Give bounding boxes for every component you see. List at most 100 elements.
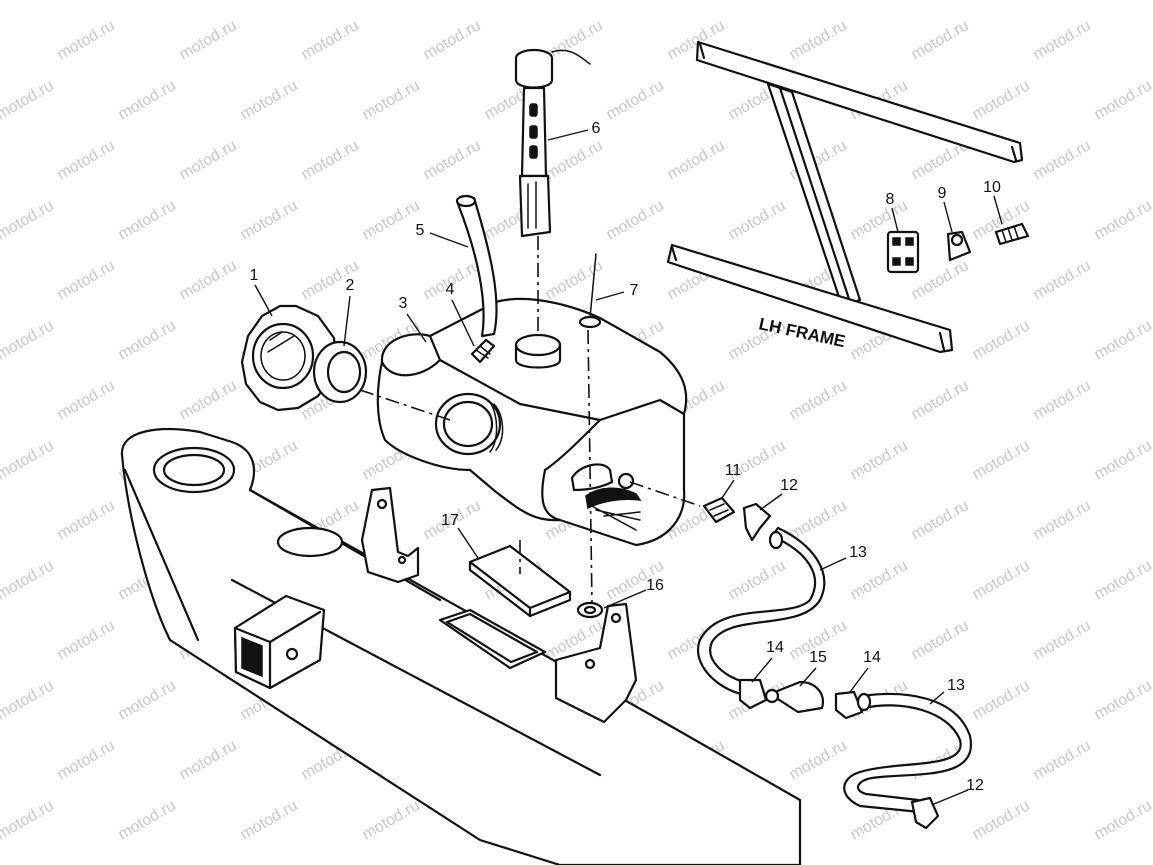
watermark-text: motod.ru bbox=[55, 137, 118, 183]
clamp-part-12b bbox=[910, 796, 940, 830]
watermark-text: motod.ru bbox=[55, 737, 118, 783]
callout-13a: 13 bbox=[849, 544, 867, 561]
watermark-text: motod.ru bbox=[177, 17, 240, 63]
watermark-text: motod.ru bbox=[116, 77, 179, 123]
watermark-text: motod.ru bbox=[0, 557, 57, 603]
watermark-text: motod.ru bbox=[0, 797, 57, 843]
watermark-text: motod.ru bbox=[238, 77, 301, 123]
watermark-text: motod.ru bbox=[726, 197, 789, 243]
watermark-text: motod.ru bbox=[787, 17, 850, 63]
gasket-part-2 bbox=[312, 340, 368, 404]
clamp-part-12a bbox=[742, 502, 772, 542]
callout-11: 11 bbox=[725, 462, 742, 479]
lh-frame-label: LH FRAME bbox=[757, 314, 847, 351]
watermark-text: motod.ru bbox=[787, 497, 850, 543]
watermark-text: motod.ru bbox=[1092, 317, 1153, 363]
fitting-part-4 bbox=[470, 338, 496, 364]
leader-lines bbox=[254, 129, 1003, 805]
watermark-text: motod.ru bbox=[543, 137, 606, 183]
watermark-text: motod.ru bbox=[1092, 77, 1153, 123]
watermark-text: motod.ru bbox=[1031, 377, 1094, 423]
sender-part-6 bbox=[514, 48, 591, 238]
watermark-text: motod.ru bbox=[909, 617, 972, 663]
watermark-text: motod.ru bbox=[421, 17, 484, 63]
watermark-text: motod.ru bbox=[0, 437, 57, 483]
watermark-text: motod.ru bbox=[299, 137, 362, 183]
filter-part-15 bbox=[764, 680, 824, 714]
watermark-text: motod.ru bbox=[1031, 737, 1094, 783]
watermark-text: motod.ru bbox=[970, 797, 1033, 843]
watermark-text: motod.ru bbox=[787, 377, 850, 423]
watermark-text: motod.ru bbox=[421, 137, 484, 183]
watermark-text: motod.ru bbox=[1092, 437, 1153, 483]
clamp-part-14b bbox=[834, 690, 864, 720]
clamp-part-14a bbox=[738, 678, 768, 710]
watermark-text: motod.ru bbox=[177, 257, 240, 303]
callout-6: 6 bbox=[592, 120, 601, 137]
watermark-text: motod.ru bbox=[360, 797, 423, 843]
watermark-text: motod.ru bbox=[1031, 497, 1094, 543]
callout-14a: 14 bbox=[766, 639, 784, 656]
watermark-text: motod.ru bbox=[299, 17, 362, 63]
watermark-text: motod.ru bbox=[177, 377, 240, 423]
callout-2: 2 bbox=[346, 277, 355, 294]
watermark-text: motod.ru bbox=[0, 677, 57, 723]
watermark-text: motod.ru bbox=[116, 797, 179, 843]
watermark-text: motod.ru bbox=[1092, 557, 1153, 603]
lh-frame bbox=[666, 40, 1024, 354]
watermark-text: motod.ru bbox=[55, 257, 118, 303]
callout-10: 10 bbox=[983, 179, 1001, 196]
watermark-text: motod.ru bbox=[970, 77, 1033, 123]
watermark-text: motod.ru bbox=[604, 197, 667, 243]
watermark-text: motod.ru bbox=[360, 197, 423, 243]
watermark-text: motod.ru bbox=[970, 557, 1033, 603]
watermark-text: motod.ru bbox=[604, 77, 667, 123]
bolt-part-10 bbox=[994, 222, 1030, 246]
watermark-text: motod.ru bbox=[116, 197, 179, 243]
watermark-text: motod.ru bbox=[0, 77, 57, 123]
cap-part-1 bbox=[240, 304, 338, 412]
callout-7: 7 bbox=[630, 282, 639, 299]
hose-part-13a bbox=[697, 526, 826, 696]
watermark-text: motod.ru bbox=[177, 737, 240, 783]
fuel-tank-part-3 bbox=[376, 297, 688, 547]
watermark-text: motod.ru bbox=[55, 377, 118, 423]
callout-15: 15 bbox=[809, 649, 827, 666]
watermark-text: motod.ru bbox=[726, 557, 789, 603]
watermark-text: motod.ru bbox=[0, 317, 57, 363]
callout-4: 4 bbox=[446, 281, 455, 298]
callout-14b: 14 bbox=[863, 649, 881, 666]
watermark-text: motod.ru bbox=[360, 77, 423, 123]
watermark-text: motod.ru bbox=[1092, 677, 1153, 723]
dipstick-part-7 bbox=[578, 253, 602, 329]
watermark-text: motod.ru bbox=[848, 557, 911, 603]
vent-hose-part-5 bbox=[455, 194, 498, 338]
callout-13b: 13 bbox=[947, 677, 965, 694]
bracket-part-9 bbox=[946, 230, 972, 262]
alignment-lines bbox=[359, 236, 701, 605]
callout-16: 16 bbox=[646, 577, 664, 594]
watermark-text: motod.ru bbox=[970, 677, 1033, 723]
callout-numbers: 1 2 3 4 5 6 7 8 9 10 11 12 12 13 13 14 1… bbox=[250, 120, 1001, 794]
callout-5: 5 bbox=[416, 222, 425, 239]
grommet-part-16 bbox=[576, 601, 604, 619]
watermark-text: motod.ru bbox=[1092, 197, 1153, 243]
watermark-text: motod.ru bbox=[1031, 17, 1094, 63]
callout-12a: 12 bbox=[780, 477, 798, 494]
watermark-text: motod.ru bbox=[909, 497, 972, 543]
frame-rail bbox=[120, 428, 802, 865]
watermark-text: motod.ru bbox=[55, 497, 118, 543]
clamp-part-8 bbox=[886, 230, 920, 274]
watermark-text: motod.ru bbox=[787, 737, 850, 783]
watermark-text: motod.ru bbox=[1031, 617, 1094, 663]
watermark-text: motod.ru bbox=[1031, 257, 1094, 303]
watermark-text: motod.ru bbox=[238, 197, 301, 243]
hose-part-13b bbox=[843, 692, 973, 814]
callout-8: 8 bbox=[886, 191, 895, 208]
watermark-text: motod.ru bbox=[116, 317, 179, 363]
watermark-text: motod.ru bbox=[238, 797, 301, 843]
watermark-text: motod.ru bbox=[970, 437, 1033, 483]
callout-12b: 12 bbox=[966, 777, 984, 794]
